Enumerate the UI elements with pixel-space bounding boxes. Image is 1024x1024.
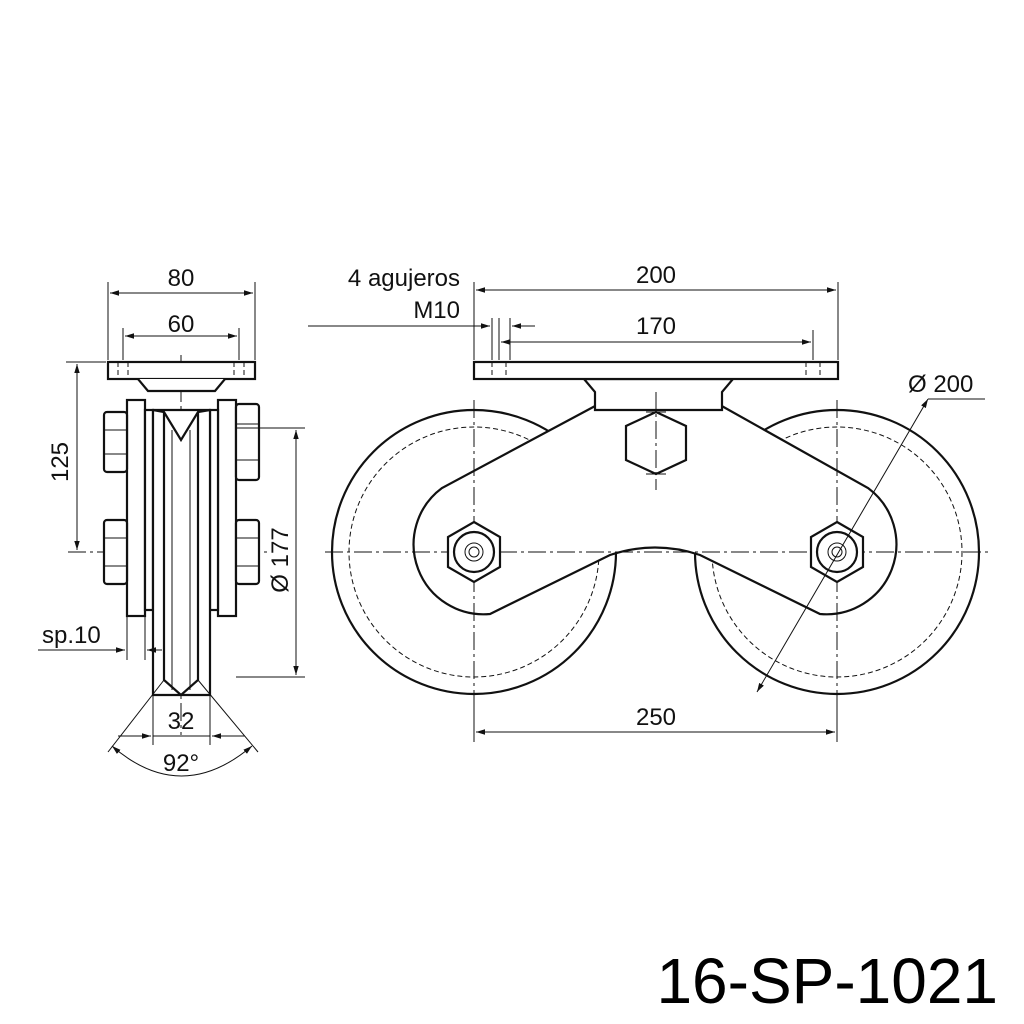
dim-arc-92 [111, 745, 253, 777]
dim-side-groove-width: 32 [168, 708, 195, 735]
side-plate-right [216, 398, 238, 618]
side-wheel [151, 408, 212, 697]
side-view: 80 60 125 Ø 177 sp.10 32 92° [38, 265, 305, 777]
front-neck [581, 377, 736, 412]
dim-line-diameter-200 [756, 398, 929, 693]
front-mounting-plate [472, 360, 840, 381]
dim-front-length-holes: 170 [636, 313, 676, 340]
side-mounting-plate [106, 360, 257, 381]
thread-label: M10 [413, 297, 460, 324]
dim-side-groove-angle: 92° [163, 750, 199, 777]
dim-side-wheel-diameter: Ø 177 [267, 527, 294, 592]
side-bolt-lower [102, 518, 261, 586]
side-neck [137, 378, 226, 393]
dim-side-width-holes: 60 [168, 311, 195, 338]
side-bolt-upper [102, 402, 261, 482]
dim-side-width-outer: 80 [168, 265, 195, 292]
part-number: 16-SP-1021 [656, 945, 998, 1017]
dim-side-plate-thickness: sp.10 [42, 622, 101, 649]
holes-label: 4 agujeros [348, 265, 460, 292]
dim-front-wheel-diameter: Ø 200 [908, 371, 973, 398]
side-plate-left [125, 398, 147, 618]
dim-front-axle-distance: 250 [636, 704, 676, 731]
front-view: 200 170 4 agujeros M10 Ø 200 250 [308, 262, 990, 742]
dim-side-height: 125 [47, 442, 74, 482]
front-axle-nut-left [446, 520, 502, 584]
dim-front-length-outer: 200 [636, 262, 676, 289]
